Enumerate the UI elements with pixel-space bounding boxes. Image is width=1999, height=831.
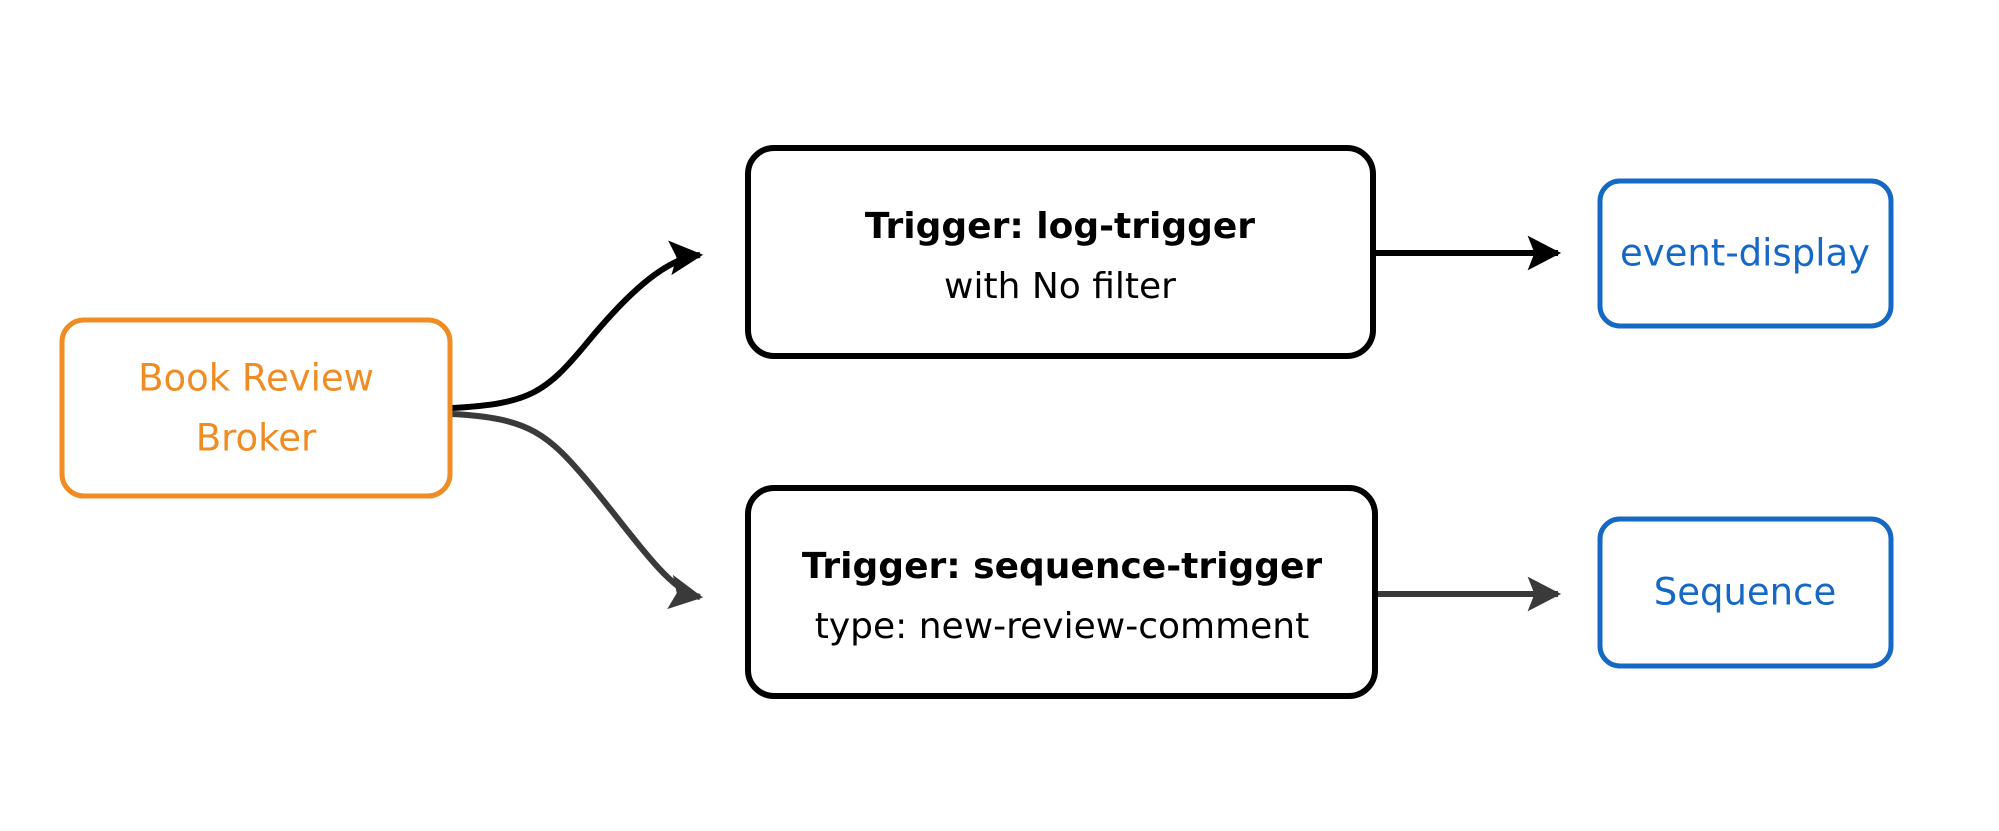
- log-trigger-box[interactable]: [745, 145, 1376, 359]
- event-display-box[interactable]: [1597, 178, 1894, 329]
- event-display-label: event-display: [1620, 232, 1870, 275]
- sequence-trigger-title: Trigger: sequence-trigger: [802, 546, 1323, 587]
- edge-broker-to-sequence-trigger: [451, 411, 704, 610]
- sequence-box[interactable]: [1597, 516, 1894, 669]
- node-event-display[interactable]: event-display: [1597, 178, 1894, 329]
- sequence-label: Sequence: [1654, 571, 1837, 614]
- edge-broker-to-log-trigger: [451, 240, 704, 411]
- sequence-trigger-subtitle: type: new-review-comment: [815, 606, 1309, 647]
- node-log-trigger[interactable]: Trigger: log-trigger with No filter: [745, 145, 1376, 359]
- node-sequence[interactable]: Sequence: [1597, 516, 1894, 669]
- broker-label-line2: Broker: [196, 417, 317, 460]
- node-sequence-trigger[interactable]: Trigger: sequence-trigger type: new-revi…: [745, 485, 1378, 699]
- log-trigger-subtitle: with No filter: [944, 266, 1176, 307]
- log-trigger-title: Trigger: log-trigger: [865, 206, 1255, 247]
- sequence-trigger-box[interactable]: [745, 485, 1378, 699]
- node-book-review-broker[interactable]: Book Review Broker: [59, 317, 453, 499]
- edge-layer: [451, 235, 1562, 612]
- broker-box[interactable]: [59, 317, 453, 499]
- broker-label-line1: Book Review: [138, 357, 374, 400]
